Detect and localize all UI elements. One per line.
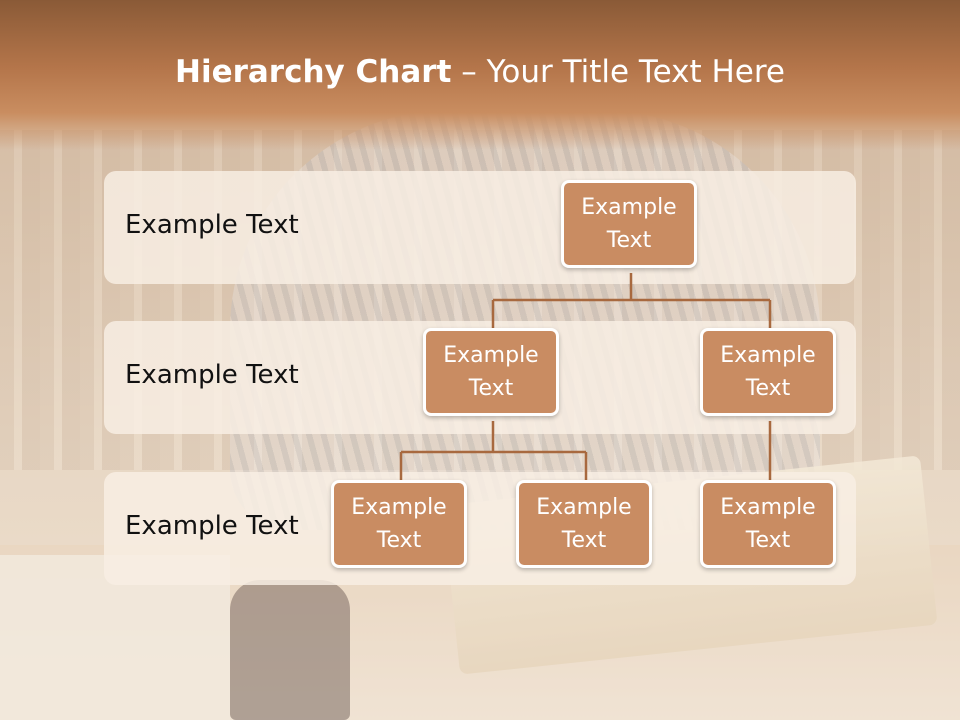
title-bold: Hierarchy Chart (175, 54, 452, 90)
node-root-label: Example Text (581, 195, 677, 253)
node-root[interactable]: Example Text (561, 180, 697, 268)
node-level2-right-label: Example Text (720, 343, 816, 401)
node-level2-left[interactable]: Example Text (423, 328, 559, 416)
node-level3-right[interactable]: Example Text (700, 480, 836, 568)
node-level3-middle[interactable]: Example Text (516, 480, 652, 568)
row-band-1 (104, 171, 856, 284)
node-level3-right-label: Example Text (720, 495, 816, 553)
connector-root-to-level2 (491, 273, 772, 330)
node-level2-left-label: Example Text (443, 343, 539, 401)
node-level3-left[interactable]: Example Text (331, 480, 467, 568)
row-label-3[interactable]: Example Text (125, 511, 299, 541)
title-band (0, 0, 960, 150)
slide-title[interactable]: Hierarchy Chart – Your Title Text Here (0, 54, 960, 90)
row-label-2[interactable]: Example Text (125, 360, 299, 390)
node-level3-middle-label: Example Text (536, 495, 632, 553)
node-level2-right[interactable]: Example Text (700, 328, 836, 416)
connector-level2-left-to-level3 (399, 421, 588, 482)
node-level3-left-label: Example Text (351, 495, 447, 553)
row-label-1[interactable]: Example Text (125, 210, 299, 240)
title-rest: – Your Title Text Here (451, 54, 785, 90)
background-statue (230, 580, 350, 720)
